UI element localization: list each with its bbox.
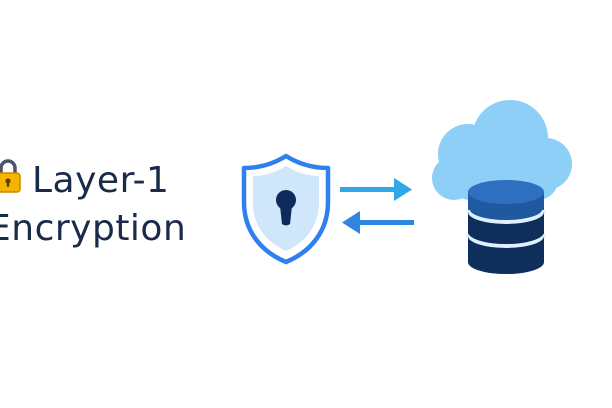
database-icon [466,180,546,274]
arrow-left-icon [342,211,414,234]
title-block: Layer-1 Encryption [0,158,204,252]
bidirectional-arrows-icon [340,178,414,234]
title-encryption-text: Encryption [0,208,187,249]
title-layer-text: Layer-1 [32,160,170,201]
arrow-right-icon [340,178,412,201]
title-line-1: Layer-1 [0,158,204,206]
cloud-database-icon [432,100,572,274]
padlock-icon [0,158,22,206]
title-line-2: Encryption [0,206,204,252]
shield-keyhole-icon [241,153,331,265]
